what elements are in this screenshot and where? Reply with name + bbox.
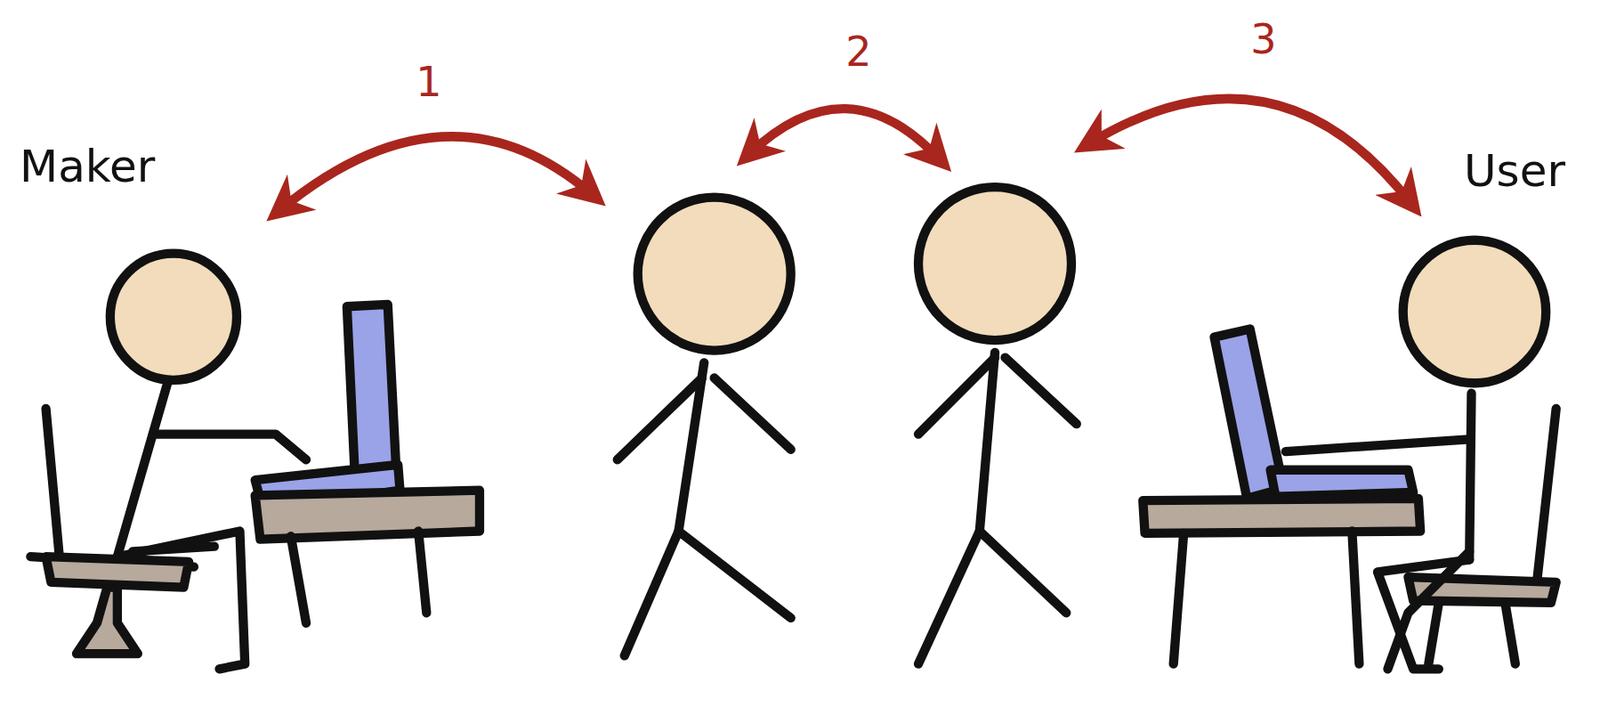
role-label: User <box>1463 146 1589 196</box>
exchange-arrow <box>750 108 939 159</box>
callout-number: 1 <box>415 61 442 103</box>
user-figure <box>1142 240 1556 670</box>
person-figure <box>617 197 792 656</box>
figure-label: User <box>1463 146 1589 210</box>
person-figure <box>918 186 1077 664</box>
figure-label: Maker <box>19 142 198 205</box>
exchange-arrow <box>280 136 592 210</box>
exchange-arrow <box>1090 98 1411 203</box>
maker-figure <box>30 253 480 670</box>
callout-number: 2 <box>845 31 872 73</box>
exchange-arrows <box>280 98 1410 210</box>
callout-number: 3 <box>1250 18 1277 60</box>
role-label: Maker <box>19 142 198 192</box>
